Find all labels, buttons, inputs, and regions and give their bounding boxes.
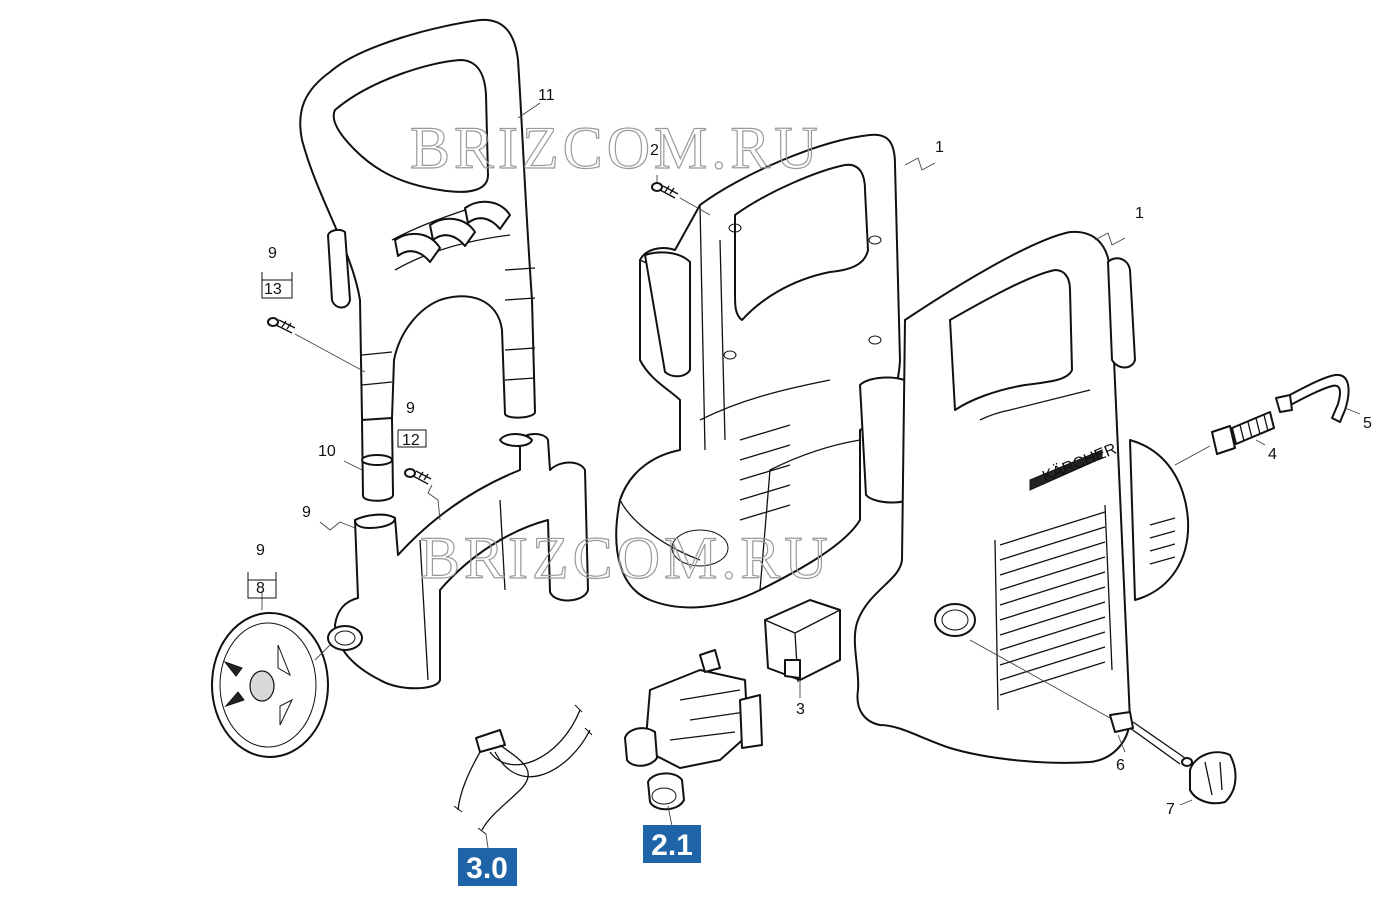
switch-part-3 bbox=[764, 599, 841, 683]
wheel-part-8 bbox=[211, 612, 329, 758]
label-10: 10 bbox=[318, 443, 336, 460]
label-9-lower: 9 bbox=[302, 504, 311, 521]
connector-part-4 bbox=[1211, 411, 1275, 455]
screw-part-12 bbox=[404, 468, 432, 485]
label-12: 12 bbox=[402, 432, 420, 449]
label-9-middle: 9 bbox=[406, 400, 415, 417]
badge-2-1-label: 2.1 bbox=[651, 829, 693, 862]
label-brackets bbox=[247, 272, 427, 599]
label-3: 3 bbox=[796, 701, 805, 718]
label-4: 4 bbox=[1268, 446, 1277, 463]
pump-part-2-1 bbox=[624, 649, 763, 811]
watermark-top: BRIZCOM.RU bbox=[410, 115, 822, 181]
base-frame bbox=[327, 433, 589, 690]
label-13: 13 bbox=[264, 281, 282, 298]
handle-part bbox=[299, 18, 536, 424]
cable-part-6 bbox=[1109, 711, 1193, 767]
label-1-rear: 1 bbox=[935, 139, 944, 156]
screw-part-2 bbox=[651, 182, 679, 199]
label-11: 11 bbox=[538, 87, 555, 104]
wire-harness-part-3-0 bbox=[453, 704, 593, 835]
badge-3-0-label: 3.0 bbox=[466, 852, 508, 885]
label-8: 8 bbox=[256, 580, 265, 597]
badge-3-0[interactable]: 3.0 bbox=[458, 848, 517, 886]
tube-part-10 bbox=[361, 417, 394, 502]
label-2: 2 bbox=[650, 142, 659, 159]
leader-lines bbox=[261, 102, 1361, 849]
watermark-bottom: BRIZCOM.RU bbox=[420, 525, 832, 591]
hose-part-5 bbox=[1275, 373, 1350, 423]
label-9-wheel: 9 bbox=[256, 542, 265, 559]
rear-housing bbox=[615, 133, 916, 609]
screw-part-13 bbox=[267, 317, 296, 334]
label-9-top: 9 bbox=[268, 245, 277, 262]
front-housing: KÄRCHER bbox=[853, 230, 1190, 764]
knob-part-7 bbox=[1189, 751, 1237, 805]
label-6: 6 bbox=[1116, 757, 1125, 774]
label-1-front: 1 bbox=[1135, 205, 1144, 222]
label-7: 7 bbox=[1166, 801, 1175, 818]
badge-2-1[interactable]: 2.1 bbox=[643, 825, 701, 863]
label-5: 5 bbox=[1363, 415, 1372, 432]
